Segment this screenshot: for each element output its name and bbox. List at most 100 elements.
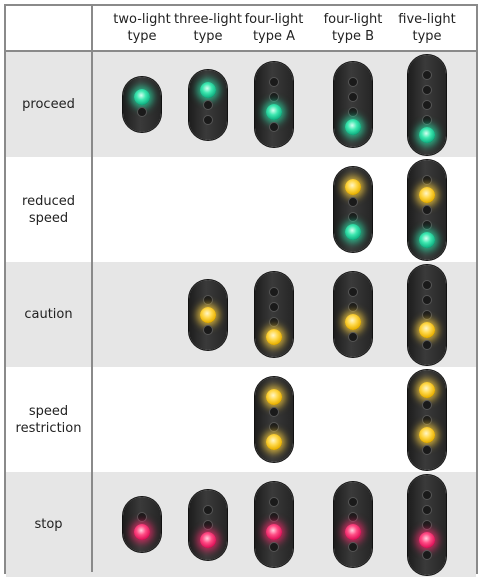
lamp-off-icon <box>348 542 358 552</box>
lamp-green-icon <box>345 119 361 135</box>
lamp-red-icon <box>345 524 361 540</box>
row-proceed <box>6 52 476 157</box>
signal-proceed-three-light <box>189 69 227 140</box>
lamp-off-icon <box>422 444 432 455</box>
lamp-yellow-icon <box>419 381 435 398</box>
lamp-off-icon <box>137 107 147 117</box>
signal-caution-four-light-a <box>255 272 293 357</box>
lamp-yellow-icon <box>266 434 282 450</box>
lamp-off-icon <box>269 302 279 312</box>
lamp-off-icon <box>203 294 213 305</box>
column-header-three-light: three-light type <box>174 12 242 44</box>
lamp-off-icon <box>422 69 432 80</box>
lamp-off-icon <box>348 332 358 342</box>
lamp-off-icon <box>269 542 279 552</box>
lamp-off-icon <box>422 414 432 425</box>
lamp-off-icon <box>203 99 213 110</box>
lamp-green-icon <box>345 224 361 240</box>
signal-proceed-five-light <box>408 54 446 155</box>
lamp-off-icon <box>269 122 279 132</box>
lamp-off-icon <box>422 339 432 350</box>
lamp-off-icon <box>348 497 358 507</box>
lamp-green-icon <box>200 81 216 98</box>
lamp-yellow-icon <box>266 389 282 405</box>
signal-aspect-table: proceed reduced speed caution speed restric… <box>4 4 478 577</box>
lamp-off-icon <box>422 549 432 560</box>
signal-speed-restriction-four-light-a <box>255 377 293 462</box>
lamp-off-icon <box>348 107 358 117</box>
lamp-yellow-icon <box>345 314 361 330</box>
lamp-off-icon <box>203 519 213 530</box>
lamp-off-icon <box>269 77 279 87</box>
column-header-four-light-b: four-light type B <box>323 12 383 44</box>
header-divider <box>6 50 476 52</box>
signal-reduced-speed-five-light <box>408 159 446 260</box>
label-column-divider <box>91 6 93 572</box>
signal-caution-five-light <box>408 264 446 365</box>
signal-proceed-two-light <box>123 77 161 132</box>
lamp-off-icon <box>203 324 213 335</box>
signal-stop-five-light <box>408 474 446 575</box>
lamp-red-icon <box>200 531 216 548</box>
column-header-two-light: two-light type <box>113 12 171 44</box>
lamp-off-icon <box>269 92 279 102</box>
lamp-off-icon <box>422 219 432 230</box>
lamp-off-icon <box>348 197 358 207</box>
lamp-off-icon <box>422 204 432 215</box>
lamp-off-icon <box>422 84 432 95</box>
signal-caution-three-light <box>189 279 227 350</box>
lamp-yellow-icon <box>419 186 435 203</box>
lamp-yellow-icon <box>419 426 435 443</box>
lamp-red-icon <box>266 524 282 540</box>
lamp-off-icon <box>348 287 358 297</box>
lamp-off-icon <box>422 309 432 320</box>
lamp-off-icon <box>269 317 279 327</box>
signal-stop-four-light-b <box>334 482 372 567</box>
lamp-off-icon <box>422 279 432 290</box>
signal-proceed-four-light-a <box>255 62 293 147</box>
row-label-proceed: proceed <box>22 97 75 112</box>
lamp-off-icon <box>422 399 432 410</box>
lamp-off-icon <box>269 512 279 522</box>
lamp-green-icon <box>419 231 435 248</box>
signal-stop-four-light-a <box>255 482 293 567</box>
lamp-off-icon <box>422 99 432 110</box>
signal-caution-four-light-b <box>334 272 372 357</box>
lamp-off-icon <box>422 489 432 500</box>
signal-reduced-speed-four-light-b <box>334 167 372 252</box>
lamp-yellow-icon <box>266 329 282 345</box>
row-caution <box>6 262 476 367</box>
lamp-yellow-icon <box>345 179 361 195</box>
signal-stop-three-light <box>189 489 227 560</box>
lamp-off-icon <box>269 287 279 297</box>
lamp-yellow-icon <box>200 306 216 323</box>
row-label-speed-restriction: speed restriction <box>15 403 82 436</box>
lamp-off-icon <box>348 512 358 522</box>
lamp-off-icon <box>348 77 358 87</box>
column-header-five-light: five-light type <box>398 12 456 44</box>
lamp-off-icon <box>348 92 358 102</box>
lamp-off-icon <box>348 302 358 312</box>
lamp-green-icon <box>266 104 282 120</box>
signal-proceed-four-light-b <box>334 62 372 147</box>
signal-stop-two-light <box>123 497 161 552</box>
lamp-green-icon <box>134 89 150 105</box>
lamp-red-icon <box>134 524 150 540</box>
lamp-off-icon <box>422 504 432 515</box>
lamp-off-icon <box>348 212 358 222</box>
lamp-off-icon <box>422 174 432 185</box>
lamp-off-icon <box>269 497 279 507</box>
lamp-off-icon <box>269 422 279 432</box>
lamp-off-icon <box>422 294 432 305</box>
row-stop <box>6 472 476 577</box>
row-label-caution: caution <box>24 307 73 322</box>
lamp-off-icon <box>203 114 213 125</box>
column-header-four-light-a: four-light type A <box>244 12 304 44</box>
lamp-yellow-icon <box>419 321 435 338</box>
lamp-off-icon <box>422 114 432 125</box>
row-label-reduced-speed: reduced speed <box>22 193 75 226</box>
row-label-stop: stop <box>34 517 63 532</box>
lamp-off-icon <box>422 519 432 530</box>
signal-speed-restriction-five-light <box>408 369 446 470</box>
lamp-off-icon <box>137 512 147 522</box>
